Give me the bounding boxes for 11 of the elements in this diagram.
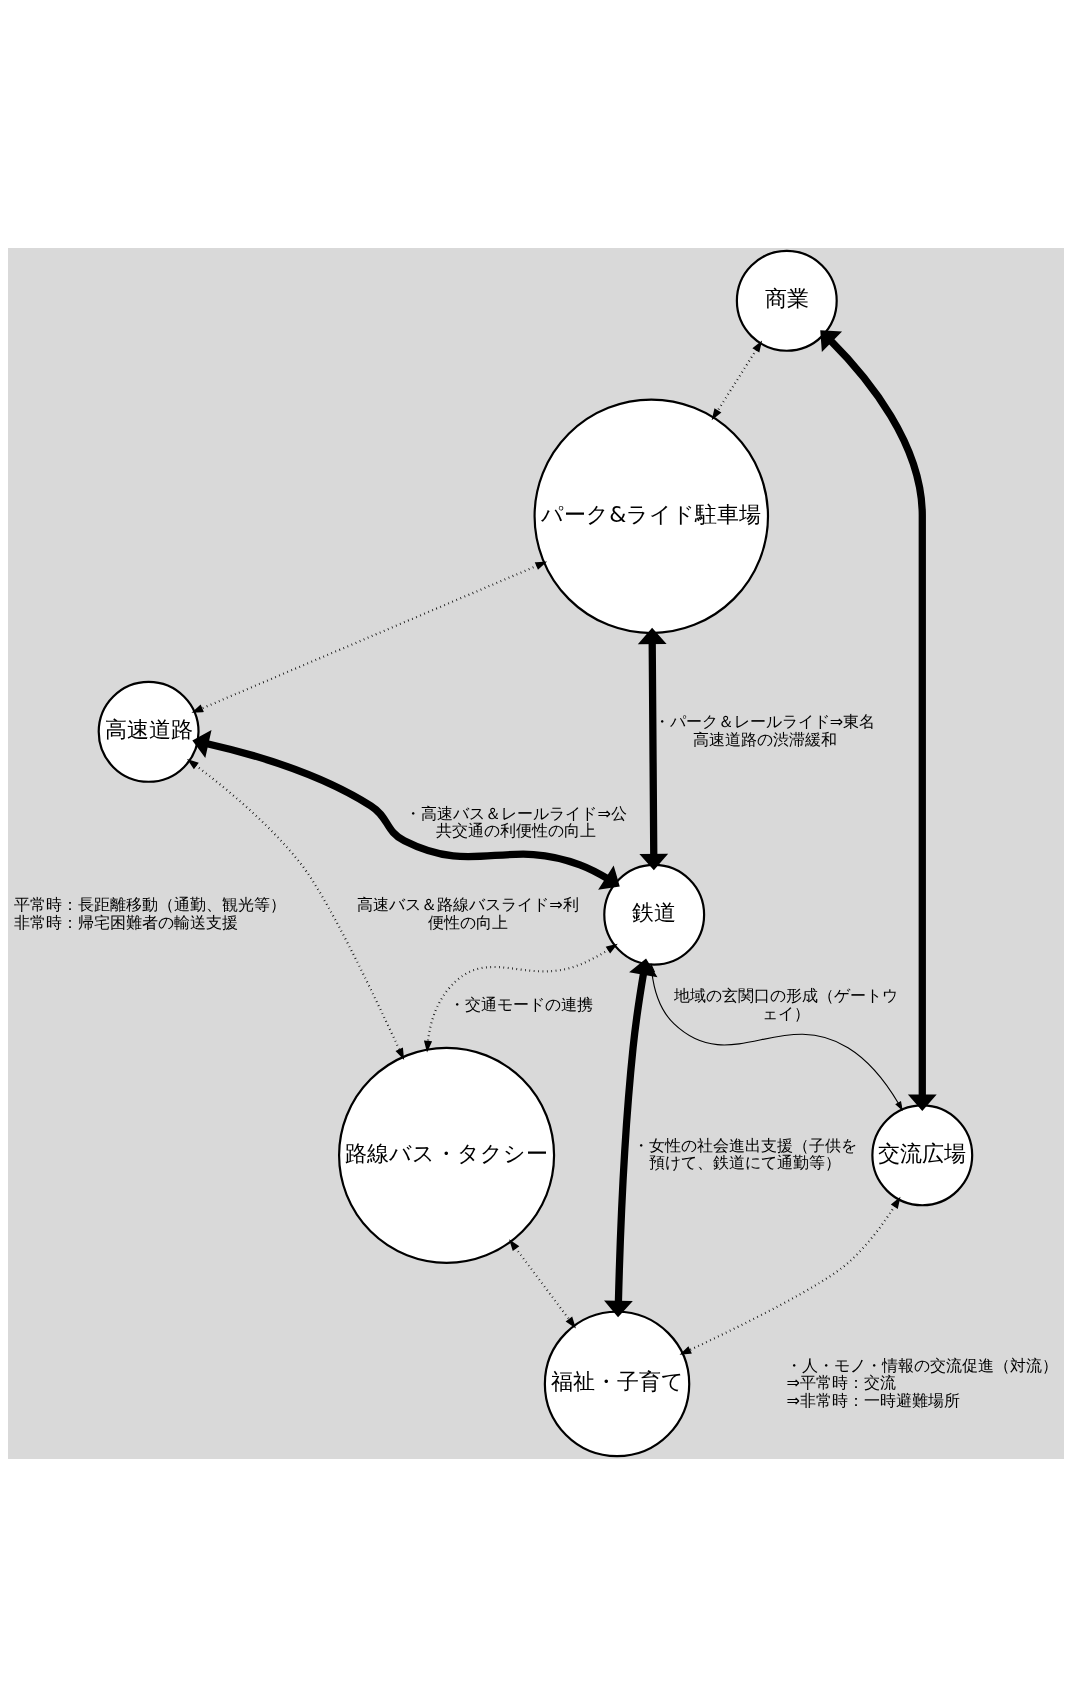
edge-label: 高速バス＆路線バスライド⇒利便性の向上 bbox=[357, 894, 579, 932]
node-label: ⇒平常時：交流 bbox=[786, 1372, 896, 1392]
node-label: ⇒非常時：一時避難場所 bbox=[786, 1390, 960, 1409]
edge-label: ・女性の社会進出支援（子供を預けて、鉄道にて通勤等） bbox=[632, 1135, 857, 1172]
edge-label: ・交通モードの連携 bbox=[449, 994, 594, 1014]
edge-label: ・高速バス＆レールライド⇒公共交通の利便性の向上 bbox=[405, 803, 627, 840]
edge-label: ・パーク＆レールライド⇒東名高速道路の渋滞緩和 bbox=[653, 711, 876, 749]
edge-label: 地域の玄関口の形成（ゲートウェイ） bbox=[674, 985, 899, 1023]
node-label: 平常時：長距離移動（通勤、観光等） bbox=[13, 894, 286, 914]
node-label: ・人・モノ・情報の交流促進（対流） bbox=[786, 1355, 1059, 1375]
node-label: 非常時：帰宅困難者の輸送支援 bbox=[13, 912, 238, 932]
